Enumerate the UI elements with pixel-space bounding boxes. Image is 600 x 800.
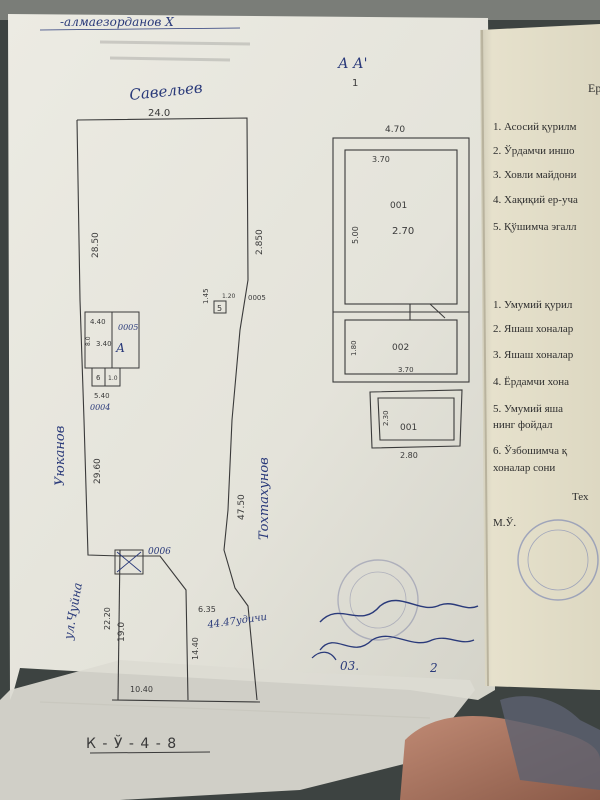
dim-1: 1.45: [202, 288, 210, 304]
side-a: 1.0: [108, 375, 118, 382]
dim-22: 22.20: [103, 607, 112, 630]
rp-bottom-item: 2. Яшаш хоналар: [493, 323, 574, 335]
side-num: 8.0: [85, 336, 92, 346]
main-w: 4.40: [90, 318, 106, 326]
outbuildings: [84, 300, 227, 575]
rp-list-bottom: 1. Умумий қурил 2. Яшаш хоналар 3. Яшаш …: [493, 299, 574, 474]
floorplan-walls: [332, 137, 470, 449]
plastic-sleeve: [0, 660, 475, 800]
annex-w: 2.80: [400, 451, 418, 460]
signature-1: [319, 599, 479, 623]
rp-top-item: 2. Ўрдамчи иншо: [493, 145, 575, 157]
small-dims: 1.20: [222, 293, 236, 300]
rp-top-item: 1. Асосий қурилм: [493, 121, 576, 133]
floorplan-mark: 1: [352, 78, 358, 89]
floorplan-title: А А': [337, 56, 368, 72]
width-top: 24.0: [148, 108, 170, 119]
rp-top-item: 4. Хақиқий ер-уча: [493, 194, 578, 206]
room2-h: 1.80: [350, 340, 358, 356]
right-page: [480, 24, 600, 690]
dim-6: 6.35: [198, 605, 216, 614]
dim-5: 5: [217, 304, 222, 313]
room2-code: 002: [392, 343, 409, 353]
rp-list-top: 1. Асосий қурилм 2. Ўрдамчи иншо 3. Ховл…: [493, 121, 578, 233]
side-right: 2.850: [255, 229, 265, 255]
signature-2: [319, 635, 475, 651]
tag-c: 0006: [148, 547, 171, 557]
bottom-width: 10.40: [130, 685, 153, 694]
rp-top-item: 3. Ховли майдони: [493, 169, 577, 181]
main-code: А: [115, 341, 125, 355]
main-h: 3.40: [96, 340, 112, 348]
neighbor-left: Уюканов: [53, 426, 68, 486]
small-dims2: 5.40: [94, 392, 110, 400]
rp-bottom-item: 3. Яшаш хоналар: [493, 349, 574, 361]
rp-mu: М.Ў.: [493, 517, 516, 529]
side-left: 28.50: [91, 232, 101, 258]
plan-sheet: [8, 14, 495, 700]
rp-bottom-item: 1. Умумий қурил: [493, 299, 573, 311]
neighbor-right: Тохтахунов: [257, 457, 272, 540]
rp-bottom-item: 5. Умумий яша: [493, 403, 563, 415]
rp-bottom-item: хоналар сони: [493, 462, 555, 474]
left-lower: 29.60: [93, 458, 103, 484]
dim-14: 14.40: [191, 637, 200, 660]
rp-bottom-item: 6. Ўзбошимча қ: [493, 445, 568, 457]
rp-bottom-item: нинг фойдал: [493, 419, 553, 431]
left-height: 5.00: [351, 226, 360, 244]
rp-header: Ер: [588, 81, 600, 95]
signature-num: 2: [429, 661, 438, 675]
room1-code: 001: [390, 201, 407, 211]
bottom-code: К - Ў - 4 - 8: [86, 734, 177, 752]
key-fob: [500, 696, 600, 790]
fp-top-width: 4.70: [385, 125, 405, 135]
faded-stamp: [337, 559, 419, 641]
tag-a: 0005: [118, 323, 138, 332]
rp-top-item: 5. Қўшимча эгалл: [493, 221, 577, 233]
right-long: 47.50: [237, 494, 247, 520]
plot-outline: [76, 117, 261, 703]
room2-w: 3.70: [398, 366, 414, 374]
header-note: -алмаезорданов Х: [60, 15, 174, 29]
annex-h: 2.30: [382, 410, 390, 426]
tag-b: 0004: [90, 403, 110, 412]
num-6: 6: [96, 374, 101, 382]
round-stamp: [517, 519, 599, 601]
signature-date: 03.: [340, 659, 359, 673]
gate-note: 0005: [248, 294, 266, 302]
rp-tech: Тех: [572, 491, 589, 503]
annex-code: 001: [400, 423, 417, 433]
room1-area: 2.70: [392, 226, 414, 237]
dim-19: 19.0: [117, 622, 127, 642]
fp-inner-width: 3.70: [372, 155, 390, 164]
rp-bottom-item: 4. Ёрдамчи хона: [493, 376, 569, 388]
